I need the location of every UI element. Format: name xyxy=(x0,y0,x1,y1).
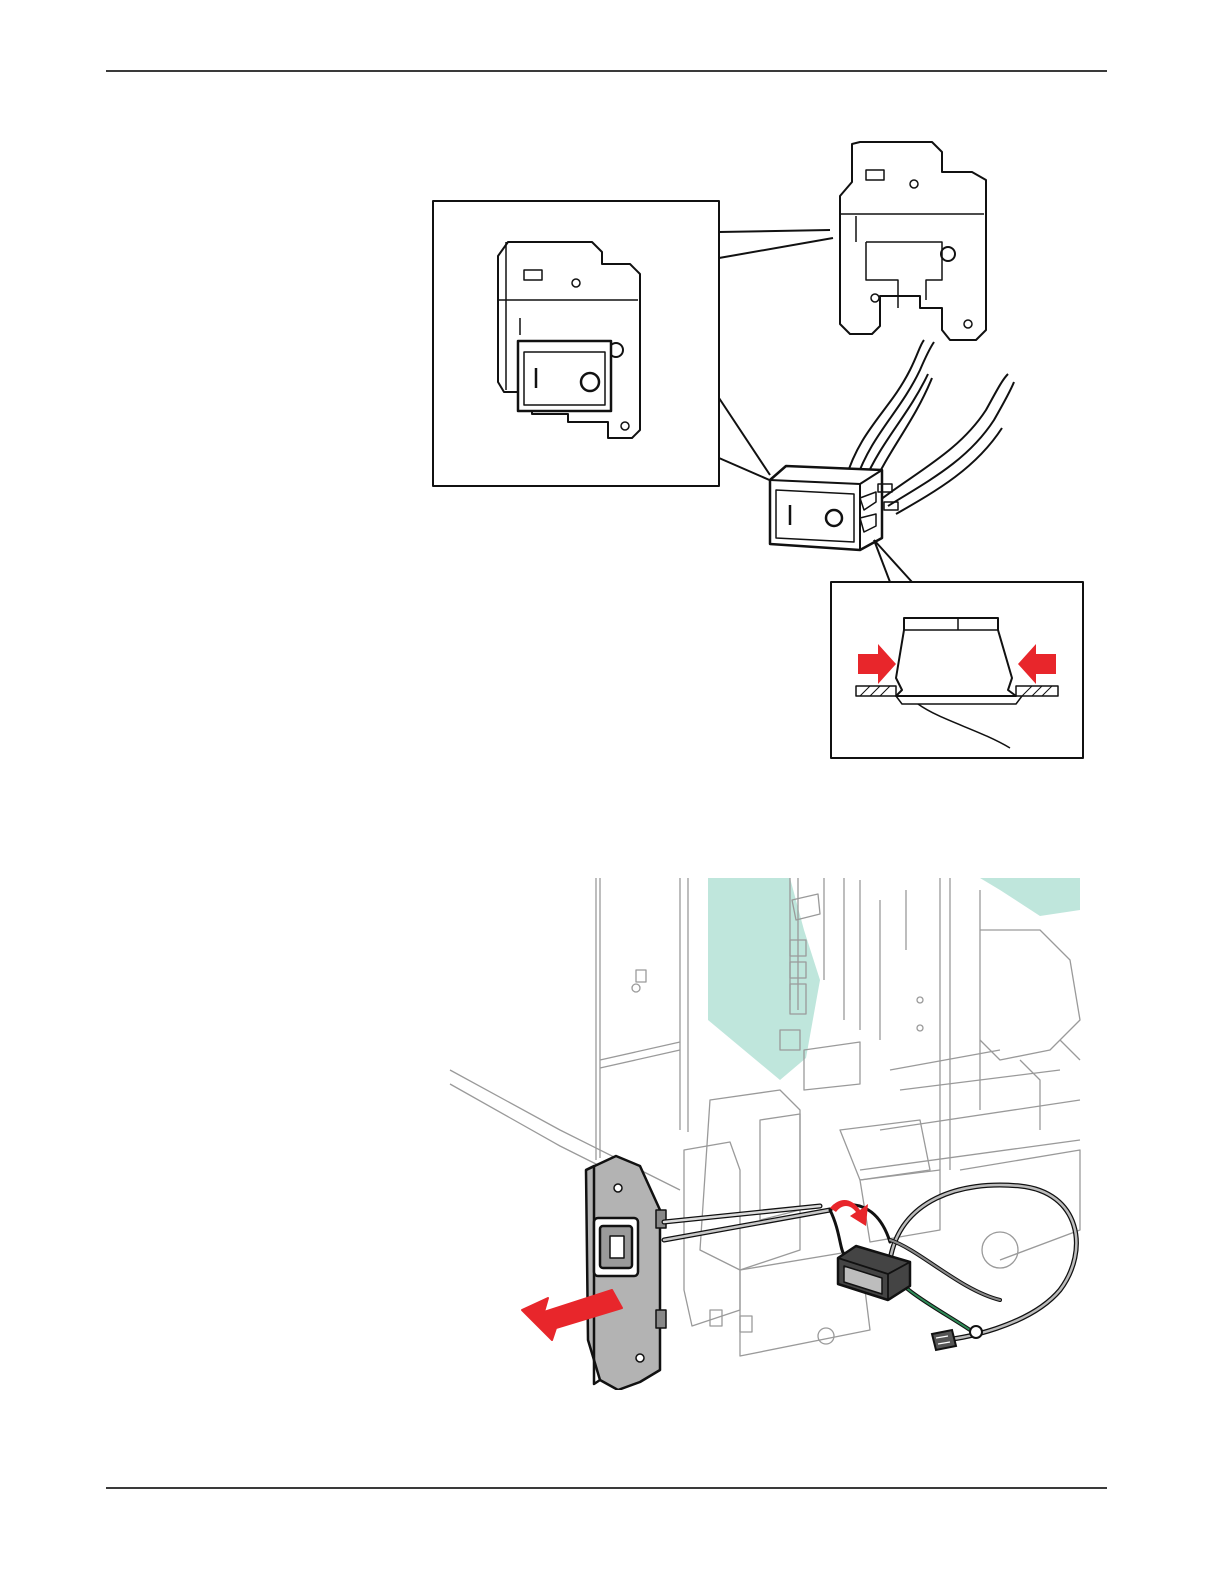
arrow-right-icon xyxy=(858,644,896,684)
ground-terminal xyxy=(970,1326,982,1338)
switch-module xyxy=(838,1246,910,1300)
cable-connector xyxy=(932,1330,956,1350)
rocker-switch xyxy=(770,466,898,550)
latch-detail xyxy=(856,618,1058,748)
switch-bracket-figure xyxy=(420,130,1100,770)
header-rule xyxy=(106,70,1107,72)
arrow-left-icon xyxy=(1018,644,1056,684)
inset-bracket xyxy=(498,242,640,438)
inlet-removal-figure xyxy=(440,870,1100,1390)
circuit-board xyxy=(708,878,820,1080)
switch-bracket-illustration xyxy=(420,130,1100,770)
bracket xyxy=(840,142,986,340)
footer-rule xyxy=(106,1487,1107,1489)
inlet-removal-illustration xyxy=(440,870,1100,1390)
power-inlet-plate xyxy=(586,1156,666,1390)
